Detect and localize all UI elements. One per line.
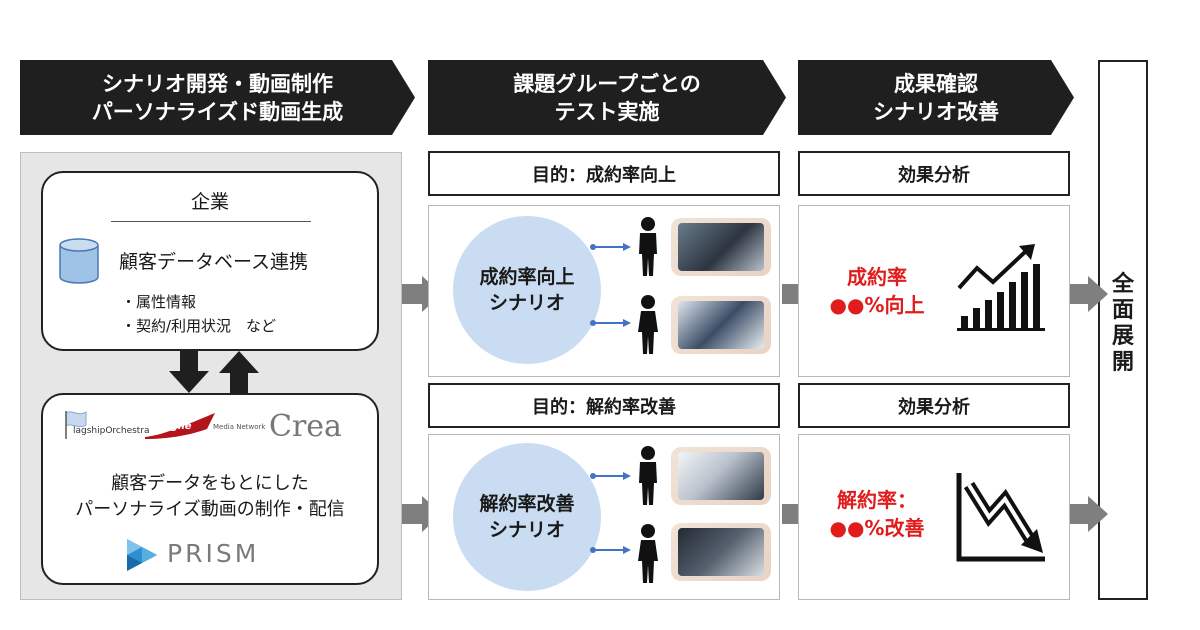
up-arrow-icon <box>219 351 259 393</box>
attribute-bullet: ・属性情報 <box>121 293 197 311</box>
person-silhouette-icon <box>639 446 657 505</box>
step-2-line1: 課題グループごとの <box>513 71 701 96</box>
flow-arrow-right-bottom <box>1068 496 1108 532</box>
company-box: 企業 顧客データベース連携 ・属性情報 ・契約/利用状況 など <box>41 171 379 351</box>
scenario-1-line2: シナリオ <box>488 292 565 314</box>
database-icon <box>59 238 99 284</box>
smartphone-video-thumbnail <box>671 296 771 354</box>
scenario-1-panel: 成約率向上 シナリオ <box>428 205 780 377</box>
scenario-2-circle: 解約率改善 シナリオ <box>453 443 601 591</box>
result-1-panel: 成約率 ●●%向上 <box>798 205 1070 377</box>
media-network-logo-text: Media Network <box>213 423 266 431</box>
flow-arrow-right-top <box>1068 276 1108 312</box>
connector-2b <box>590 546 631 554</box>
scenario-1-line1: 成約率向上 <box>479 266 575 288</box>
flagship-logo-text: lagshipOrchestra <box>73 426 150 436</box>
smartphone-video-thumbnail <box>671 218 771 276</box>
result-1-line1: 成約率 <box>847 265 907 289</box>
video-production-box: lagshipOrchestra Agile Media Network Cre… <box>41 393 379 585</box>
person-silhouette-icon <box>638 295 658 354</box>
contract-bullet: ・契約/利用状況 など <box>121 317 277 335</box>
step-1-line1: シナリオ開発・動画制作 <box>102 71 333 96</box>
step-2-line2: テスト実施 <box>554 99 660 124</box>
prism-logo-text: PRISM <box>167 539 260 568</box>
step-3-header: 成果確認 シナリオ改善 <box>798 60 1074 135</box>
flag-logo-icon <box>65 411 87 439</box>
prism-logo: PRISM <box>123 537 303 573</box>
person-silhouette-icon <box>639 217 657 276</box>
customer-db-label: 顧客データベース連携 <box>119 251 309 273</box>
rollout-char: 全 <box>1111 272 1134 297</box>
crea-logo-text: Crea <box>269 409 342 444</box>
rising-bar-chart-icon <box>957 244 1045 331</box>
step-3-line1: 成果確認 <box>894 71 978 96</box>
step-1-line2: パーソナライズド動画生成 <box>91 99 344 124</box>
scenario-2-line2: シナリオ <box>488 519 565 541</box>
scenario-development-panel: 企業 顧客データベース連携 ・属性情報 ・契約/利用状況 など lagshipO… <box>20 152 402 600</box>
scenario-1-circle: 成約率向上 シナリオ <box>453 216 601 364</box>
rollout-char: 面 <box>1111 298 1134 323</box>
purpose-2-box: 目的：解約率改善 <box>428 383 780 428</box>
rollout-char: 展 <box>1111 324 1134 349</box>
scenario-2-panel: 解約率改善 シナリオ <box>428 434 780 600</box>
purpose-1-box: 目的：成約率向上 <box>428 151 780 196</box>
connector-1b <box>590 319 631 327</box>
connector-1a <box>590 243 631 251</box>
company-divider <box>111 221 311 222</box>
smartphone-video-thumbnail <box>671 523 771 581</box>
partner-logos: lagshipOrchestra Agile Media Network Cre… <box>63 409 363 445</box>
result-2-line1: 解約率： <box>837 488 917 512</box>
full-rollout-label: 全 面 展 開 <box>1100 272 1146 376</box>
smartphone-video-thumbnail <box>671 447 771 505</box>
production-line2: パーソナライズ動画の制作・配信 <box>75 499 345 520</box>
person-silhouette-icon <box>638 524 658 583</box>
agile-logo-swoosh <box>145 413 215 439</box>
step-1-header: シナリオ開発・動画制作 パーソナライズド動画生成 <box>20 60 415 135</box>
agile-logo-text: Agile <box>163 421 192 432</box>
result-2-panel: 解約率： ●●%改善 <box>798 434 1070 600</box>
company-title: 企業 <box>190 191 229 213</box>
step-2-header: 課題グループごとの テスト実施 <box>428 60 786 135</box>
result-2-line2: ●●%改善 <box>829 516 925 540</box>
step-3-line2: シナリオ改善 <box>873 99 999 124</box>
prism-logo-icon <box>127 539 157 571</box>
production-line1: 顧客データをもとにした <box>111 473 309 494</box>
analysis-2-box: 効果分析 <box>798 383 1070 428</box>
full-rollout-box: 全 面 展 開 <box>1098 60 1148 600</box>
rollout-char: 開 <box>1111 350 1134 375</box>
scenario-2-line1: 解約率改善 <box>479 493 575 515</box>
result-1-line2: ●●%向上 <box>829 293 925 317</box>
falling-chart-icon <box>956 473 1045 562</box>
analysis-1-box: 効果分析 <box>798 151 1070 196</box>
connector-2a <box>590 472 631 480</box>
down-arrow-icon <box>169 351 209 393</box>
